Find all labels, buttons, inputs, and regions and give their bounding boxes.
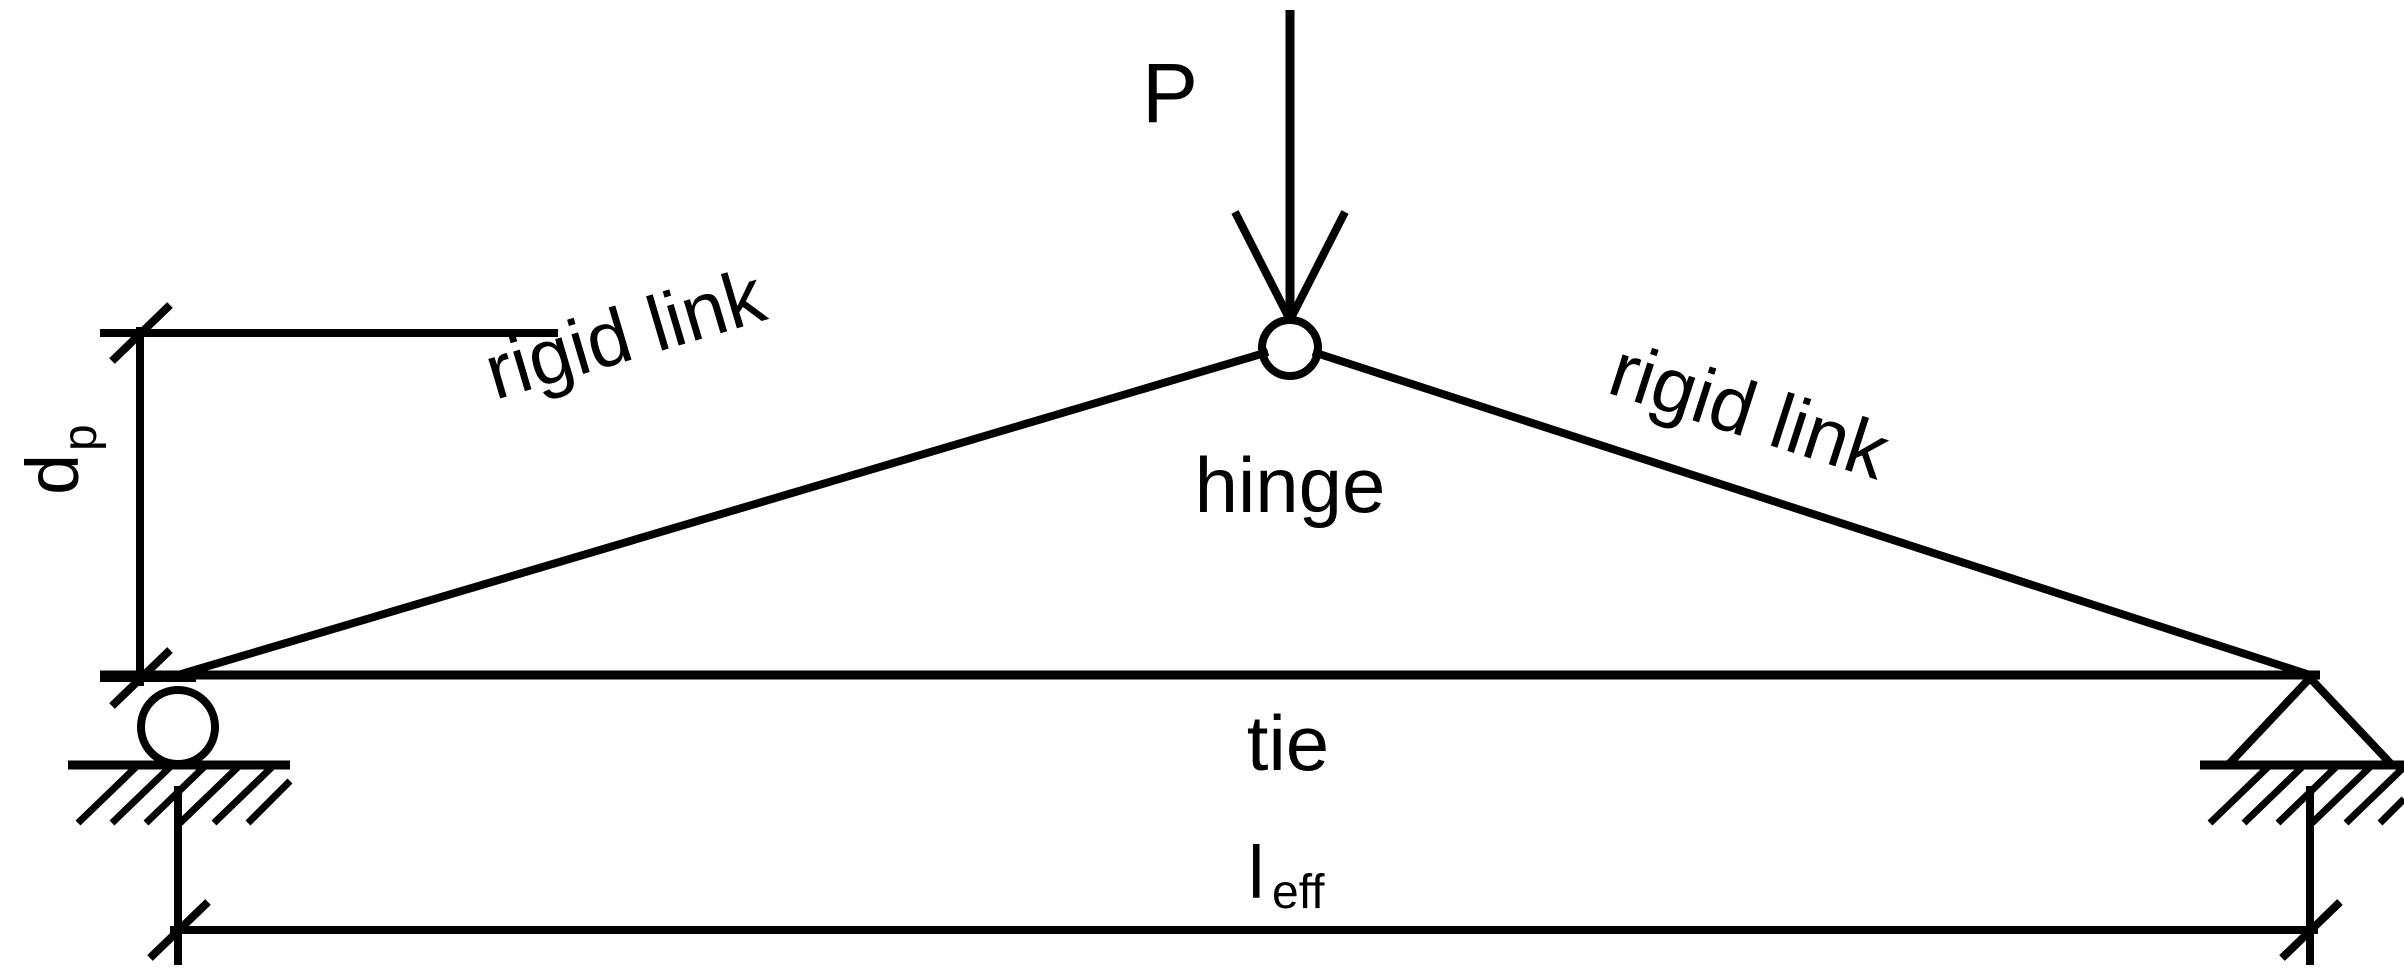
depth-tick-top [109, 302, 173, 364]
roller-ground-hatching [75, 764, 293, 826]
load-arrow-head-right [1286, 210, 1349, 322]
depth-label-group: d p [11, 424, 107, 495]
span-dimension-group [147, 786, 2343, 965]
span-tick-left [147, 899, 211, 961]
span-label-group: l eff [1248, 831, 1325, 919]
span-tick-right [2279, 899, 2343, 961]
depth-dimension-group [100, 302, 558, 709]
rigid-link-right-label: rigid link [1600, 324, 1900, 496]
load-arrow-group [1231, 10, 1349, 322]
tie-label: tie [1247, 699, 1329, 787]
depth-label-symbol: d [11, 454, 94, 495]
pin-triangle-left-edge [2225, 675, 2313, 768]
depth-label-subscript: p [54, 424, 107, 451]
load-label: P [1142, 46, 1198, 140]
hinge-label: hinge [1195, 441, 1386, 529]
depth-tick-bottom [109, 647, 173, 709]
roller-support-left [68, 686, 293, 826]
load-arrow-head-left [1231, 210, 1294, 322]
span-label-subscript: eff [1272, 866, 1325, 919]
pin-support-right [2200, 675, 2404, 826]
right-rigid-link [1311, 348, 2312, 679]
span-label-symbol: l [1248, 831, 1264, 914]
left-rigid-link [176, 348, 1270, 679]
pin-triangle-right-edge [2307, 675, 2395, 768]
hinge-circle [1258, 316, 1322, 380]
roller-circle [137, 686, 219, 768]
